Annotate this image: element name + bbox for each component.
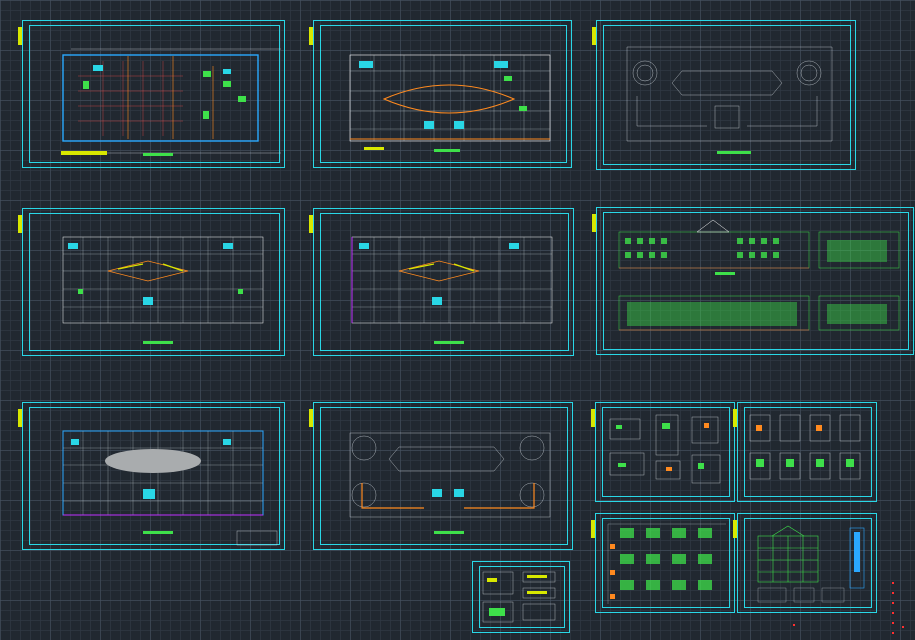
sheet-floor-plan-1[interactable]: [18, 20, 285, 168]
floor-plan-drawing: [349, 54, 551, 152]
detail-drawing: [749, 414, 861, 480]
sheet-floor-plan-3[interactable]: [18, 208, 285, 356]
floor-plan-drawing: [62, 236, 264, 344]
sheet-title-strip: [592, 214, 596, 232]
sheet-title-strip: [309, 409, 313, 427]
sheet-detail-2[interactable]: [733, 402, 877, 502]
sheet-site-plan[interactable]: [592, 20, 856, 170]
axis-marker-ticks-2: [793, 624, 795, 626]
sheet-border: [603, 212, 909, 350]
sheet-elevations[interactable]: [592, 207, 914, 355]
sheet-border: [602, 407, 730, 497]
detail-drawing: [609, 414, 721, 484]
detail-drawing: [607, 523, 726, 604]
sheet-title-strip: [733, 409, 737, 427]
floor-plan-drawing: [351, 236, 553, 344]
sheet-border: [320, 25, 567, 163]
floor-plan-drawing: [62, 430, 278, 546]
sheet-title-strip: [591, 520, 595, 538]
sheet-floor-plan-5[interactable]: [18, 402, 285, 550]
sheet-border: [320, 407, 568, 545]
sheet-title-strip: [18, 215, 22, 233]
sheet-floor-plan-6[interactable]: [309, 402, 573, 550]
sheet-border: [744, 407, 872, 497]
sheet-floor-plan-2[interactable]: [309, 20, 572, 168]
sheet-detail-3[interactable]: [591, 513, 735, 613]
axis-marker-ticks: [892, 582, 904, 634]
sheet-border: [29, 213, 280, 351]
sheet-title-strip: [733, 520, 737, 538]
sheet-border: [744, 518, 872, 608]
sheet-floor-plan-4[interactable]: [309, 208, 574, 356]
floor-plan-drawing: [349, 432, 551, 534]
sheet-border: [320, 213, 569, 351]
elevation-drawing: [618, 219, 900, 331]
sheet-detail-1[interactable]: [591, 402, 735, 502]
sheet-border: [602, 518, 730, 608]
sheet-title-strip: [18, 409, 22, 427]
floor-plan-drawing: [61, 48, 281, 156]
site-plan-drawing: [626, 46, 833, 154]
sheet-border: [29, 407, 280, 545]
section-drawing: [757, 525, 865, 603]
sheet-title-strip: [591, 409, 595, 427]
sheet-section[interactable]: [733, 513, 877, 613]
sheet-border: [603, 25, 851, 165]
sheet-title-strip: [592, 27, 596, 45]
detail-drawing: [482, 571, 556, 623]
sheet-border: [29, 25, 280, 163]
sheet-title-strip: [18, 27, 22, 45]
sheet-title-strip: [309, 215, 313, 233]
sheet-title-strip: [309, 27, 313, 45]
sheet-detail-small[interactable]: [472, 561, 570, 633]
sheet-border: [479, 566, 565, 628]
